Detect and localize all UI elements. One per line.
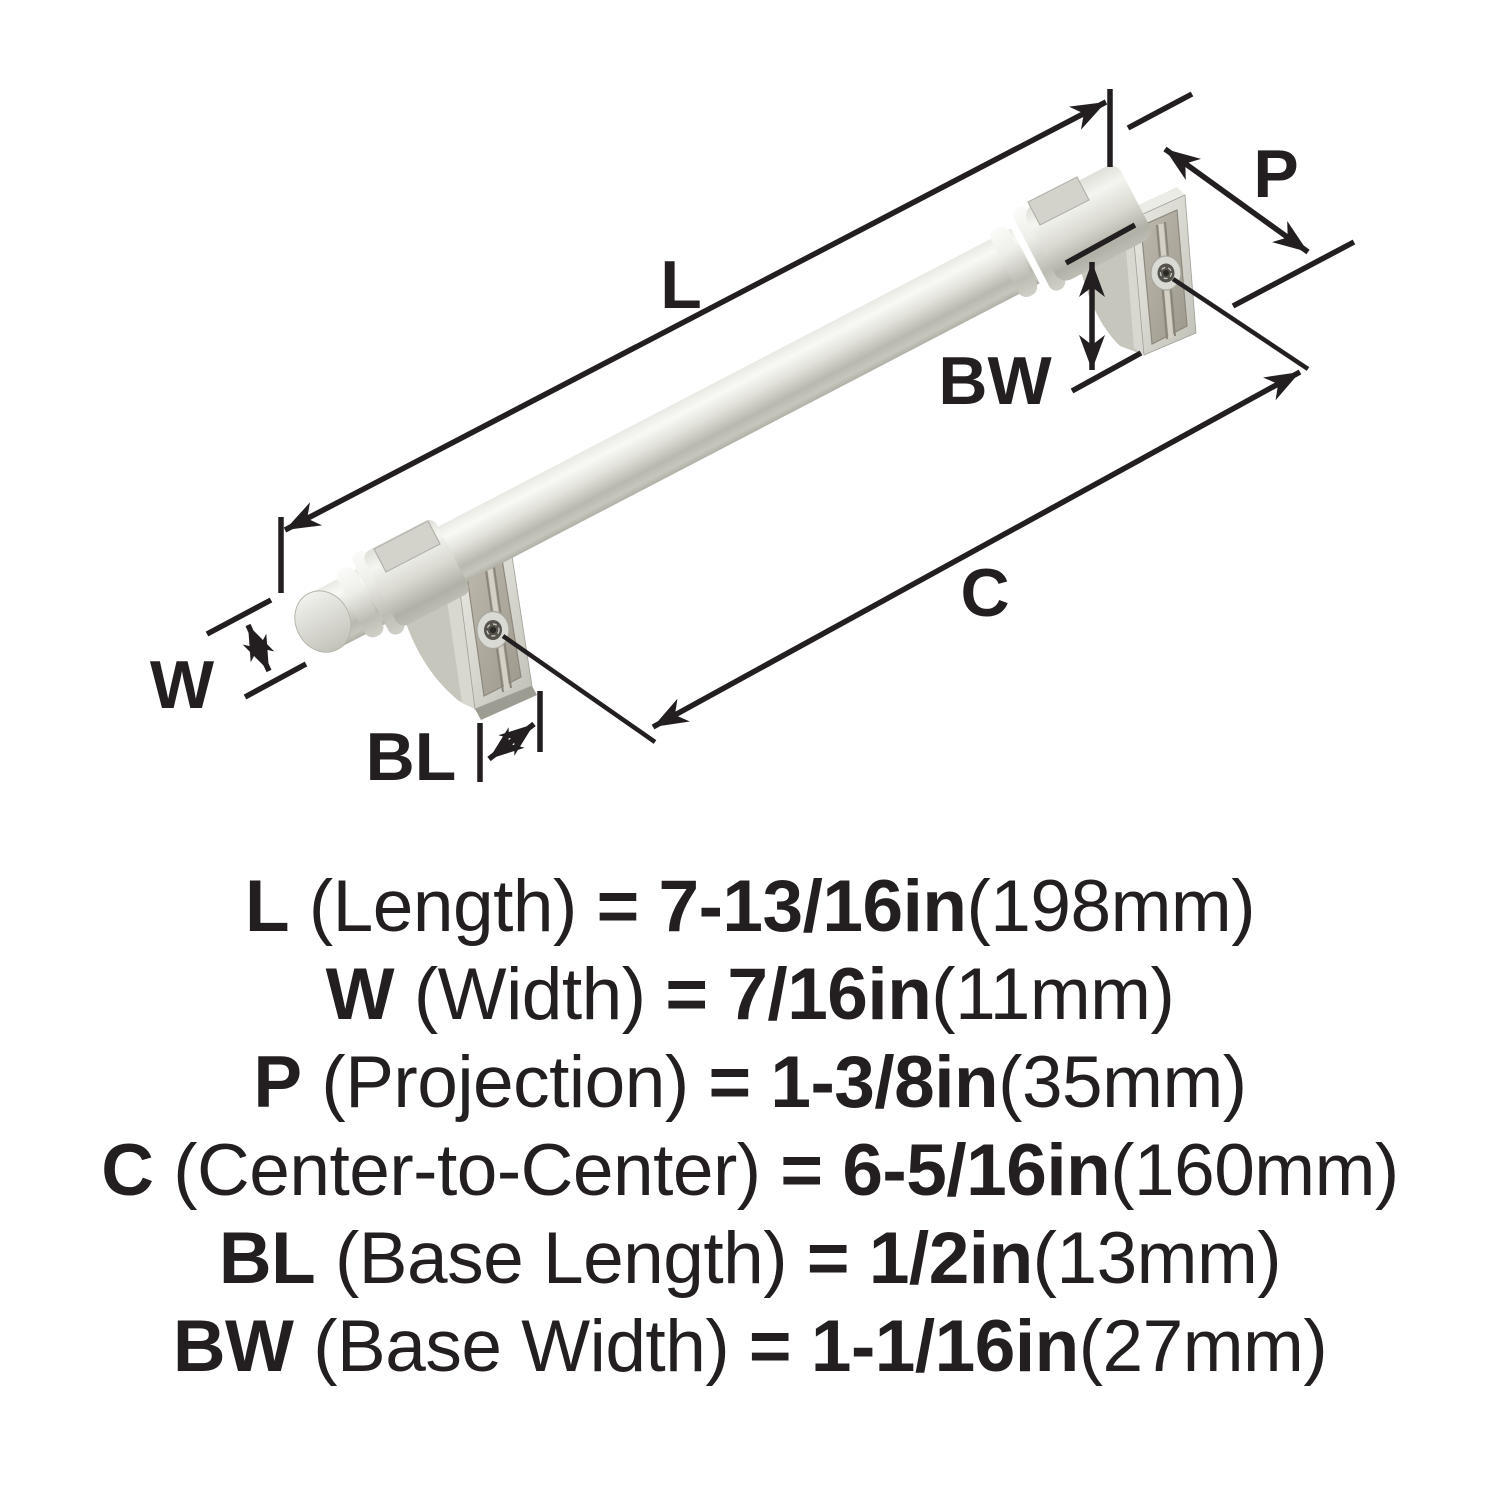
spec-key: P (253, 1042, 302, 1123)
spec-value: 1-1/16in (810, 1306, 1079, 1387)
spec-equals: = (806, 1218, 850, 1299)
dimension-diagram-svg: L P BW C (150, 89, 1356, 795)
dim-l-line (283, 99, 1108, 533)
dim-length: L (278, 89, 1113, 593)
spec-value: 7-13/16in (658, 866, 967, 947)
spec-list: L (Length) = 7-13/16in(198mm) W (Width) … (0, 863, 1500, 1391)
spec-metric: (13mm) (1032, 1218, 1282, 1299)
dim-base-length: BL (366, 691, 543, 795)
dim-w-ext-bottom (243, 661, 308, 700)
dim-p-ext-bottom (1231, 239, 1356, 309)
spec-label: (Base Length) (335, 1218, 788, 1299)
dim-p-ext-top (1126, 91, 1194, 131)
spec-equals: = (780, 1130, 823, 1211)
dim-center-to-center: C (501, 277, 1310, 744)
right-screw-center (1163, 270, 1169, 276)
bar-end-face (294, 590, 352, 653)
spec-metric: (35mm) (998, 1042, 1247, 1123)
spec-metric: (11mm) (931, 954, 1175, 1035)
left-clasp-saddle (373, 520, 441, 573)
spec-line-center-to-center: C (Center-to-Center) = 6-5/16in(160mm) (0, 1127, 1500, 1215)
spec-label: (Width) (413, 954, 646, 1035)
spec-metric: (198mm) (966, 866, 1256, 947)
dim-p-line (1163, 146, 1310, 255)
right-screw-thread (1159, 266, 1173, 280)
spec-key: W (325, 954, 395, 1035)
spec-metric: (27mm) (1078, 1306, 1328, 1387)
dim-label-c: C (960, 555, 1009, 631)
spec-label: (Center-to-Center) (173, 1130, 761, 1211)
dim-w-line (242, 623, 275, 673)
dim-label-l: L (660, 247, 702, 323)
spec-value: 1/2in (868, 1218, 1033, 1299)
left-screw-thread (486, 623, 500, 637)
dim-c-leader-left (501, 634, 657, 744)
dim-bw-ext-top (1064, 222, 1137, 266)
dim-label-bl: BL (366, 719, 457, 795)
spec-label: (Base Width) (313, 1306, 730, 1387)
dim-c-leader-right (1171, 277, 1310, 371)
dimension-annotations: L P BW C (150, 89, 1356, 795)
dim-w-ext-top (205, 597, 273, 637)
handle-illustration (294, 165, 1197, 720)
left-screw-center (489, 626, 497, 634)
dim-projection: P (1126, 91, 1356, 309)
spec-key: C (101, 1130, 154, 1211)
spec-equals: = (708, 1042, 751, 1123)
dim-bw-ext-bottom (1070, 350, 1143, 394)
spec-value: 6-5/16in (842, 1130, 1111, 1211)
spec-line-width: W (Width) = 7/16in(11mm) (0, 951, 1500, 1039)
left-collar-ring (336, 566, 384, 638)
spec-key: L (244, 866, 290, 947)
spec-key: BL (218, 1218, 316, 1299)
dim-label-bw: BW (938, 343, 1052, 419)
dim-label-p: P (1253, 136, 1298, 212)
left-sleeve-lip (352, 550, 405, 635)
left-base-bottom-face (475, 686, 537, 720)
spec-line-projection: P (Projection) = 1-3/8in(35mm) (0, 1039, 1500, 1127)
spec-metric: (160mm) (1110, 1130, 1399, 1211)
spec-label: (Length) (308, 866, 577, 947)
spec-label: (Projection) (321, 1042, 689, 1123)
spec-line-base-length: BL (Base Length) = 1/2in(13mm) (0, 1215, 1500, 1303)
spec-value: 7/16in (727, 954, 932, 1035)
dim-label-w: W (150, 647, 215, 723)
dim-c-line (651, 369, 1302, 730)
spec-equals: = (665, 954, 708, 1035)
spec-value: 1-3/8in (770, 1042, 999, 1123)
dim-width: W (150, 597, 308, 723)
dim-bl-line (487, 721, 536, 762)
spec-line-base-width: BW (Base Width) = 1-1/16in(27mm) (0, 1303, 1500, 1391)
spec-equals: = (596, 866, 640, 947)
spec-line-length: L (Length) = 7-13/16in(198mm) (0, 863, 1500, 951)
spec-key: BW (172, 1306, 294, 1387)
spec-equals: = (748, 1306, 792, 1387)
